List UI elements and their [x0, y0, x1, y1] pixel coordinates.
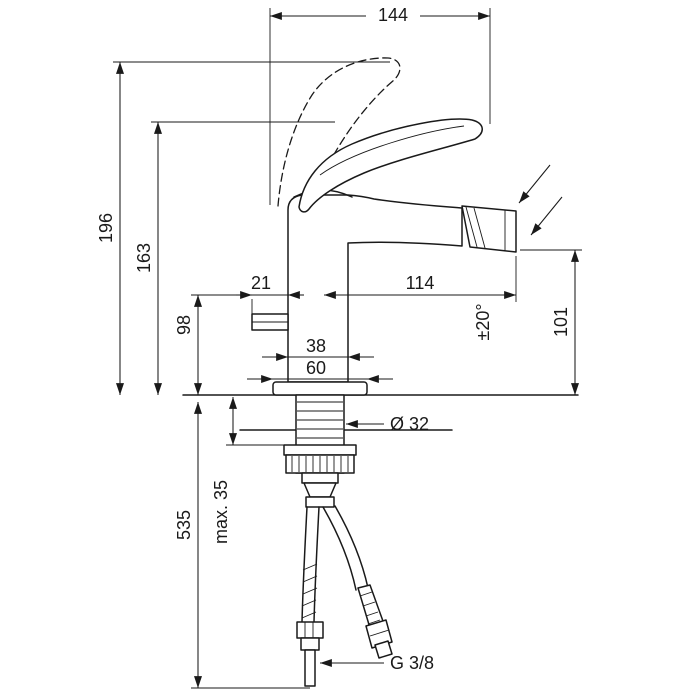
handle-lever — [298, 118, 483, 213]
dim-label-height-spout: 98 — [174, 315, 194, 335]
dim-label-hose-length: 535 — [174, 510, 194, 540]
nut-knurl — [291, 456, 349, 472]
dim-label-handle-offset: 21 — [251, 273, 271, 293]
dim-label-base-width: 60 — [306, 358, 326, 378]
dim-label-max-deck-thickness: max. 35 — [211, 480, 231, 544]
supply-hose-left — [296, 506, 324, 687]
extension-lines — [113, 8, 582, 689]
dim-label-outlet-height: 101 — [551, 307, 571, 337]
dim-label-height-handle: 163 — [134, 243, 154, 273]
faucet-drawing — [182, 57, 579, 687]
dim-label-shank-diameter: Ø 32 — [390, 414, 429, 434]
dim-label-overall-width: 144 — [378, 5, 408, 25]
aerator-block — [461, 205, 517, 253]
hose-nut — [296, 621, 324, 639]
dim-label-spout-reach: 114 — [406, 273, 435, 293]
supply-hose-right — [322, 505, 393, 659]
mounting-washer — [283, 444, 357, 456]
dimensions: 144 196 163 98 21 114 38 60 Ø 32 — [96, 5, 579, 688]
dim-label-body-width: 38 — [306, 336, 326, 356]
dim-label-connection-thread: G 3/8 — [390, 653, 434, 673]
dim-label-height-raised: 196 — [96, 213, 116, 243]
dim-label-spray-angle: ±20° — [473, 303, 493, 340]
base-plinth — [272, 381, 368, 396]
